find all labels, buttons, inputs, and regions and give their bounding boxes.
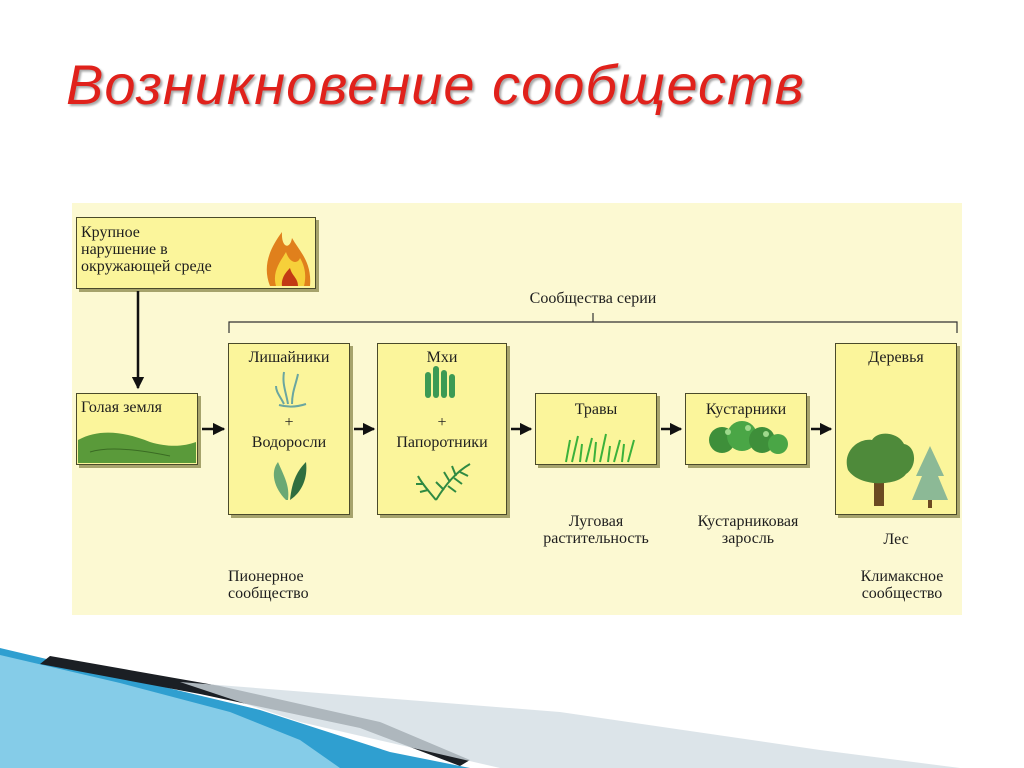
shrubs-label: Кустарники [705, 401, 787, 418]
trees-label: Деревья [868, 349, 924, 366]
algae-label: Водоросли [251, 434, 327, 451]
tree-icon [846, 433, 948, 508]
series-bracket [228, 313, 958, 333]
hill-icon [78, 432, 196, 463]
page-title: Возникновение сообществ [66, 53, 805, 116]
grass-icon [565, 433, 635, 463]
moss-icon [425, 366, 455, 398]
lichens-algae-box [228, 343, 350, 515]
lichen-icon [275, 371, 307, 408]
algae-icon [273, 462, 307, 500]
mosses-label: Мхи [426, 349, 458, 366]
shrub-icon [709, 421, 788, 454]
climax-caption: Климаксное сообщество [860, 568, 944, 602]
meadow-caption: Луговая растительность [543, 513, 649, 547]
ferns-label: Папоротники [396, 434, 488, 451]
decor-dark-stripe [40, 656, 470, 766]
fire-icon [266, 232, 311, 286]
disturbance-label: Крупное нарушение в окружающей среде [81, 224, 212, 275]
lichens-label: Лишайники [248, 349, 330, 366]
bare-ground-label: Голая земля [81, 399, 162, 416]
series-label: Сообщества серии [529, 290, 657, 307]
fern-icon [416, 463, 471, 501]
pioneer-caption: Пионерное сообщество [228, 568, 309, 602]
forest-caption: Лес [883, 531, 909, 548]
plus-sign: + [284, 414, 294, 431]
plus-sign: + [437, 414, 447, 431]
decor-light-wave [0, 655, 340, 768]
grasses-label: Травы [574, 401, 618, 418]
decor-grey-shade [180, 682, 960, 768]
grasses-box [535, 393, 657, 465]
thicket-caption: Кустарниковая заросль [697, 513, 799, 547]
